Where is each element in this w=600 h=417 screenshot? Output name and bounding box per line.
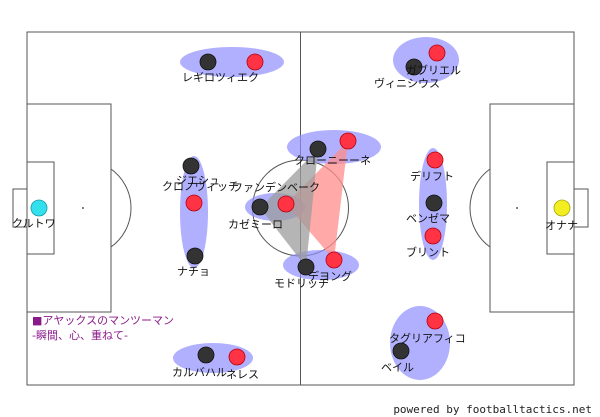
label-vinicius: ヴィニシウス (374, 76, 440, 90)
tactic-note: ■アヤックスのマンツーマン -瞬間、心、重ねて- (32, 313, 174, 343)
player-dark-carvajal (197, 346, 215, 364)
left-penalty-spot (82, 207, 84, 209)
credit-text: powered by footballtactics.net (393, 403, 592, 416)
label-bale: ベイル (381, 361, 414, 374)
label-kazemiro: カゼミーロ (228, 218, 283, 231)
pair-bubble-center-top (287, 130, 381, 164)
player-red-neres (228, 348, 246, 366)
player-dark-bale (392, 342, 410, 360)
label-carvajal: カルバハル (172, 366, 227, 379)
label-dore: クローニーーネ (294, 154, 371, 167)
player-red-dore (339, 132, 357, 150)
red-team-players (185, 44, 446, 366)
player-dark-modric (297, 258, 315, 276)
right-penalty-spot (516, 207, 518, 209)
tactic-note-title: ■アヤックスのマンツーマン (32, 314, 175, 327)
goalkeeper-left (30, 199, 48, 217)
player-dark-vinicius (405, 58, 423, 76)
label-courtois: クルトワ (12, 217, 56, 230)
player-red-ziyech (185, 194, 203, 212)
label-blind: ブリント (406, 245, 450, 259)
pitch-markings (12, 31, 589, 386)
label-neres: ネレス (226, 368, 259, 381)
right-goal (573, 188, 589, 228)
left-penalty-arc (110, 168, 132, 248)
label-frenkie: ファンデンベーク (232, 180, 320, 194)
label-nacho: ナチョ (177, 265, 210, 278)
left-goal (12, 188, 28, 228)
pair-bubble-left-column (180, 156, 208, 268)
label-deligt: デリフト (410, 169, 454, 183)
label-onana: オナナ (545, 219, 578, 232)
player-dark-nacho (186, 247, 204, 265)
player-dark-frenkie (309, 140, 327, 158)
player-dark-kazemiro (251, 198, 269, 216)
right-penalty-arc (469, 168, 491, 248)
label-tagliafico: タグリアフィコ (389, 331, 466, 345)
player-red-dejong (325, 251, 343, 269)
player-red-blind (424, 227, 442, 245)
player-red-deligt (426, 151, 444, 169)
label-krovinovic: クロノヴィッチ (162, 179, 239, 193)
player-red-schone (428, 44, 446, 62)
player-dark-krovinovic (182, 157, 200, 175)
player-dark-benzema (425, 194, 443, 212)
label-modric: モドリッチ (274, 277, 329, 290)
player-red-tadic (246, 53, 264, 71)
dark-team-players (182, 53, 443, 364)
label-benzema: ベンゼマ (406, 212, 450, 225)
triangle-red-pressing (286, 141, 348, 260)
player-red-tagliafico (426, 312, 444, 330)
player-labels: レギロツィエク ヴィニシウス ガブリエル ファンデンベーク クローニーーネ ジエ… (12, 63, 578, 381)
label-lewandowski: レギロツィエク (182, 71, 259, 84)
tactic-note-subtitle: -瞬間、心、重ねて- (32, 329, 128, 342)
goalkeeper-right (553, 199, 571, 217)
player-red-frenkie (277, 195, 295, 213)
label-gabriel: ガブリエル (406, 63, 461, 77)
label-dejong: デヨング (308, 269, 352, 283)
player-dark-lewandowski (199, 53, 217, 71)
label-ziyech: ジエシュ (176, 174, 220, 187)
